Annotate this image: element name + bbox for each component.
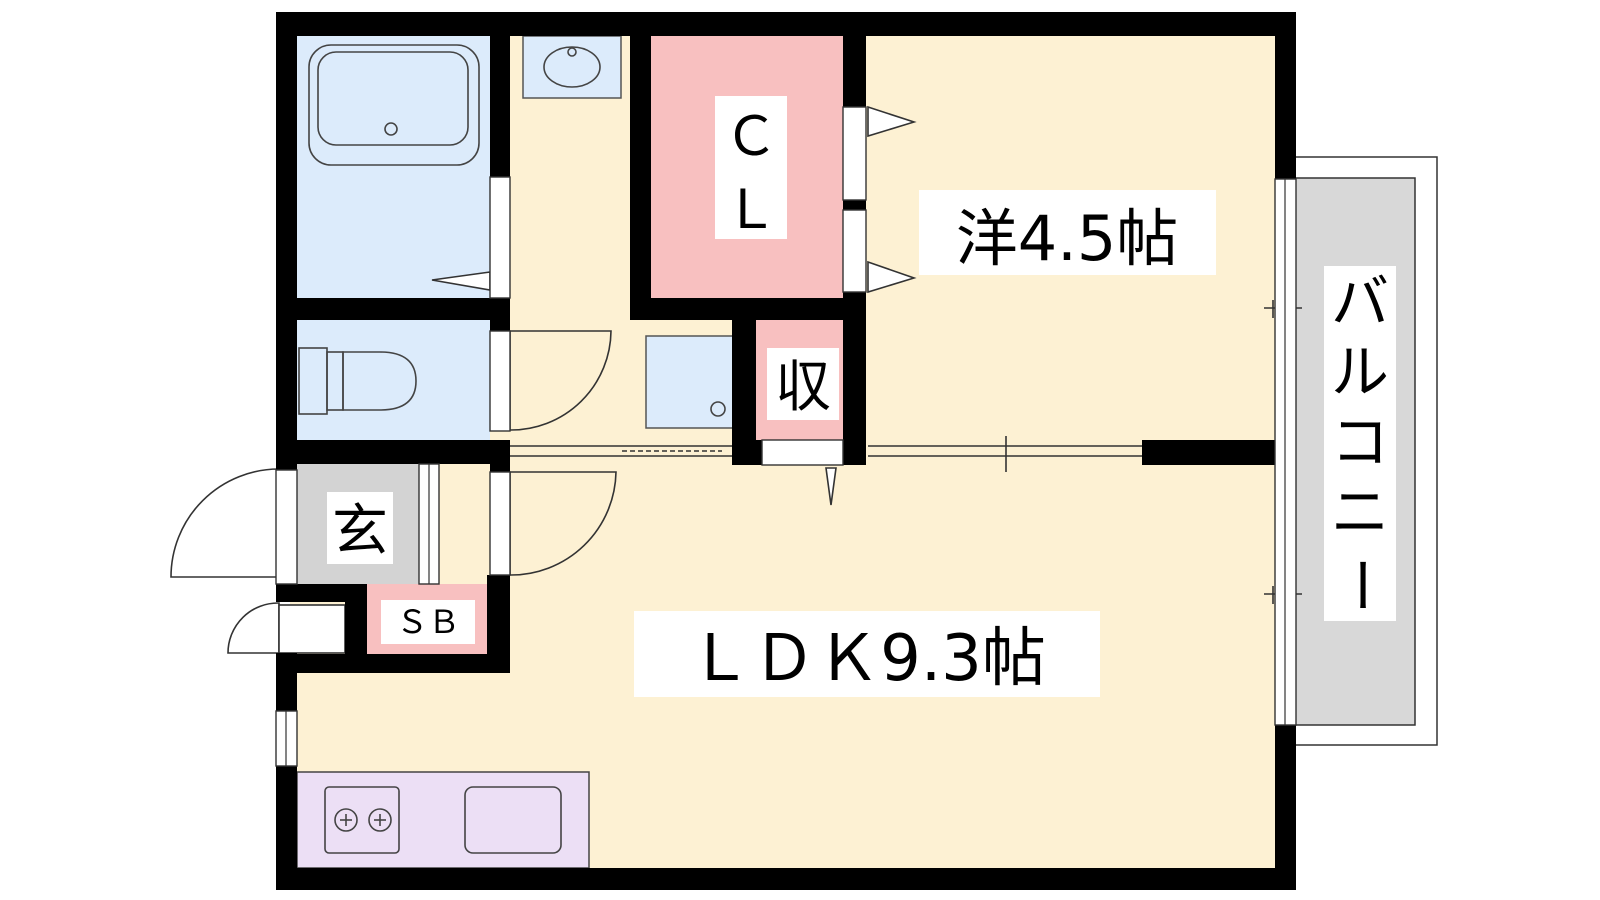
entrance-label: 玄 <box>332 499 388 564</box>
western-room-label-bg <box>919 190 1216 275</box>
entrance-door-swing <box>170 468 280 578</box>
closet-label-l: Ｌ <box>724 178 778 241</box>
window-bath <box>489 176 511 299</box>
entrance-label-bg <box>327 492 393 564</box>
wall-right-top <box>1275 12 1296 179</box>
wall-sb-top <box>276 584 366 602</box>
opening-entrance-door <box>275 469 298 585</box>
sink <box>464 786 562 854</box>
closet-label-c: Ｃ <box>724 105 778 168</box>
balcony-label-char-1: バ <box>1331 268 1389 336</box>
wall-left-bottom <box>276 766 297 890</box>
toilet-door-swing <box>509 330 612 431</box>
wall-sb-right <box>487 575 510 673</box>
wall-sb-left <box>345 584 367 673</box>
wall-corridor-stub <box>490 440 510 472</box>
wall-toilet-right <box>490 298 510 331</box>
closet-door-arrow-top <box>867 105 917 138</box>
wall-storage-left <box>732 320 756 465</box>
washbasin-bowl <box>543 46 601 88</box>
doors <box>170 105 1302 654</box>
balcony-label-bg <box>1324 266 1396 621</box>
ldk-label-bg <box>634 611 1100 697</box>
washer-drain-icon <box>710 401 726 417</box>
storage-label-bg <box>767 348 839 420</box>
wall-storage-door-left <box>756 440 762 465</box>
wall-ldk-divider-right <box>1142 440 1296 465</box>
sb-door-swing <box>227 602 280 654</box>
storage-door-arrow <box>825 467 837 506</box>
bathtub-inner <box>317 51 469 146</box>
shoebox-label: ＳＢ <box>396 603 460 641</box>
burner-left-icon <box>334 808 358 832</box>
wall-storage-right <box>843 292 866 465</box>
storage-door <box>761 439 844 466</box>
washbasin <box>522 35 622 99</box>
toilet-bowl <box>342 351 417 411</box>
closet-door-top <box>842 106 867 201</box>
walls <box>276 12 1296 890</box>
wall-closet-right-top <box>843 12 866 107</box>
opening-ldk-door <box>489 471 511 576</box>
storage-label: 収 <box>775 355 831 420</box>
bathroom-floor <box>297 36 490 298</box>
wall-right-bottom <box>1275 725 1296 890</box>
wall-closet-bottom <box>630 298 866 320</box>
toilet-floor <box>297 320 490 440</box>
wall-bottom <box>276 868 1296 890</box>
wall-toilet-bottom <box>276 440 510 464</box>
bathtub-drain-icon <box>384 122 398 136</box>
wall-closet-left <box>630 12 651 320</box>
openings <box>275 106 1297 767</box>
opening-toilet-door <box>489 330 511 432</box>
bathtub <box>308 44 480 166</box>
labels: Ｃ Ｌ 洋4.5帖 収 玄 ＳＢ ＬＤＫ9.3帖 バ ル コ ニ ー <box>327 96 1396 697</box>
ldk-door-swing <box>509 471 617 576</box>
wall-closet-right-mid <box>843 200 866 210</box>
fixtures <box>298 44 726 854</box>
wall-left-lower <box>276 673 297 711</box>
stove <box>324 786 400 854</box>
burner-right-icon <box>368 808 392 832</box>
wall-bath-bottom <box>276 298 510 320</box>
sb-cabinet <box>278 604 346 654</box>
shoebox-label-bg <box>381 600 475 644</box>
wall-bath-right <box>490 12 510 177</box>
balcony-label-char-3: コ <box>1331 408 1389 476</box>
washer-pan <box>645 335 737 429</box>
western-room-label: 洋4.5帖 <box>956 202 1179 275</box>
wall-top <box>276 12 1296 36</box>
wall-sb-bottom <box>276 654 510 673</box>
balcony-label-char-4: ニ <box>1331 478 1389 546</box>
wall-left-upper <box>276 12 297 470</box>
closet-door-arrow-bottom <box>867 260 917 294</box>
faucet-icon <box>567 47 577 57</box>
balcony-label-char-5: ー <box>1327 556 1395 614</box>
closet-door-bottom <box>842 209 867 293</box>
ldk-label: ＬＤＫ9.3帖 <box>688 622 1046 696</box>
balcony-label-char-2: ル <box>1331 338 1389 406</box>
closet-label-bg <box>715 96 787 239</box>
